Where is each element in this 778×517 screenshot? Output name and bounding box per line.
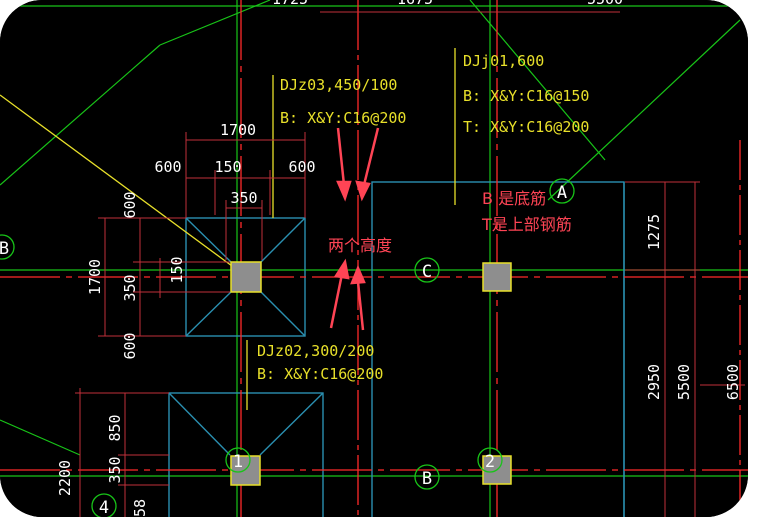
- label-djz02-bottom: B: X&Y:C16@200: [257, 365, 383, 383]
- dim-right-1275: 1275: [645, 214, 663, 250]
- axis-label-c: C: [422, 262, 432, 282]
- axis-label-b: B: [422, 469, 432, 489]
- dim-left-vertical-total: 1700: [86, 259, 104, 295]
- dim-right-5500: 5500: [675, 364, 693, 400]
- axis-bubble-b: [414, 464, 440, 490]
- cad-drawing[interactable]: A B C B 1 2 4 1725 1675 5500 1700 600 15…: [0, 0, 748, 517]
- dim-footing-mid: 150: [214, 158, 241, 176]
- annotation-top-rebar: T是上部钢筋: [481, 215, 572, 234]
- dim-left-vertical-bottom: 600: [121, 332, 139, 359]
- arrow-up-left: [329, 273, 344, 329]
- dim-top-2: 1675: [397, 0, 433, 8]
- arrow-up-right: [356, 281, 365, 331]
- label-dj01-name: DJj01,600: [463, 52, 544, 70]
- yellow-leaders: [0, 48, 456, 410]
- dim-right-2950: 2950: [645, 364, 663, 400]
- cad-viewport[interactable]: A B C B 1 2 4 1725 1675 5500 1700 600 15…: [0, 0, 748, 517]
- dim-left-vertical-offset: 150: [168, 256, 186, 283]
- label-djz02-name: DJz02,300/200: [257, 342, 374, 360]
- axis-bubble-1: [225, 447, 251, 473]
- axis-bubble-2: [477, 447, 503, 473]
- dim-lower-850: 850: [106, 414, 124, 441]
- dim-lower-2200: 2200: [56, 460, 74, 496]
- annotation-two-heights: 两个高度: [328, 236, 392, 255]
- dim-footing-core: 350: [230, 189, 257, 207]
- dim-top-1: 1725: [272, 0, 308, 8]
- dim-top-3: 5500: [587, 0, 623, 8]
- dim-right-6500: 6500: [724, 364, 742, 400]
- axis-bubble-a: [549, 178, 575, 204]
- dim-footing-width: 1700: [220, 121, 256, 139]
- axis-bubble-c: [414, 257, 440, 283]
- column-c2: [482, 262, 512, 292]
- axis-label-2: 2: [485, 452, 495, 472]
- axis-bubbles: [0, 178, 575, 517]
- dim-left-vertical-mid: 350: [121, 274, 139, 301]
- dim-lower-58: 58: [131, 499, 149, 517]
- axis-label-b-left: B: [0, 239, 9, 259]
- annotation-bottom-rebar: B 是底筋: [482, 189, 546, 208]
- dim-footing-left: 600: [154, 158, 181, 176]
- dim-lower-350: 350: [106, 456, 124, 483]
- arrow-down-right: [362, 127, 380, 186]
- label-dj01-top: T: X&Y:C16@200: [463, 118, 589, 136]
- dimension-lines: [75, 11, 745, 517]
- axis-bubble-b-left: [0, 234, 15, 260]
- dim-footing-right: 600: [288, 158, 315, 176]
- column-djz03: [230, 261, 262, 293]
- label-djz03-bottom: B: X&Y:C16@200: [280, 109, 406, 127]
- axis-label-4: 4: [99, 498, 109, 517]
- axis-label-1: 1: [233, 452, 243, 472]
- axis-bubble-4: [91, 493, 117, 517]
- columns: [230, 261, 512, 486]
- arrow-down-left: [336, 127, 346, 186]
- column-djz02: [230, 455, 261, 486]
- label-dj01-bottom: B: X&Y:C16@150: [463, 87, 589, 105]
- annotation-arrows: [329, 127, 380, 331]
- label-djz03-name: DJz03,450/100: [280, 76, 397, 94]
- dim-left-vertical-top: 600: [121, 191, 139, 218]
- axis-label-a: A: [557, 183, 567, 203]
